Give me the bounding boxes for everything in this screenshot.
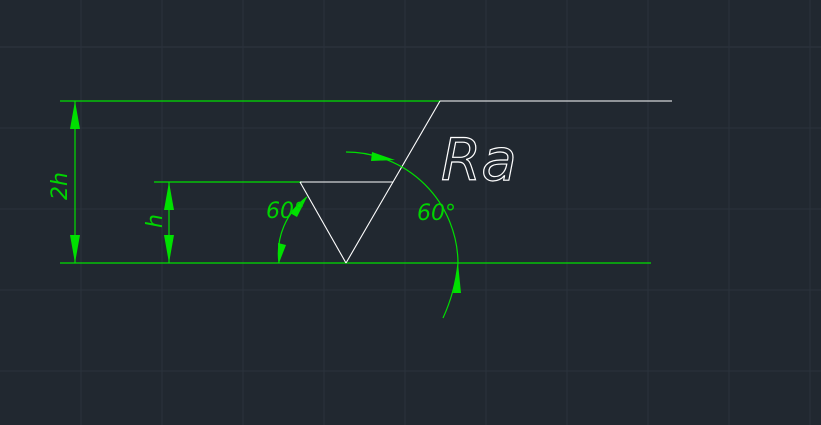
arrow-head xyxy=(70,101,80,129)
angle-dimension-right: 60° xyxy=(345,151,461,319)
angle-label-left: 60° xyxy=(266,199,305,224)
arrow-head xyxy=(164,182,174,210)
angle-label-right: 60° xyxy=(417,201,456,226)
dimension-2h: 2h xyxy=(48,101,80,263)
angle-dimension-left: 60° xyxy=(266,196,308,264)
arrow-head xyxy=(278,243,286,263)
arrow-head xyxy=(164,235,174,263)
arrow-head xyxy=(453,263,461,293)
arrow-head xyxy=(70,235,80,263)
arrow-head xyxy=(290,197,307,217)
roughness-label: Ra xyxy=(441,126,517,194)
dim-label-2h: 2h xyxy=(48,172,73,200)
roughness-symbol xyxy=(299,100,672,264)
arrow-head xyxy=(371,152,395,161)
dim-label-h: h xyxy=(143,214,168,228)
dimension-h: h xyxy=(143,182,174,263)
